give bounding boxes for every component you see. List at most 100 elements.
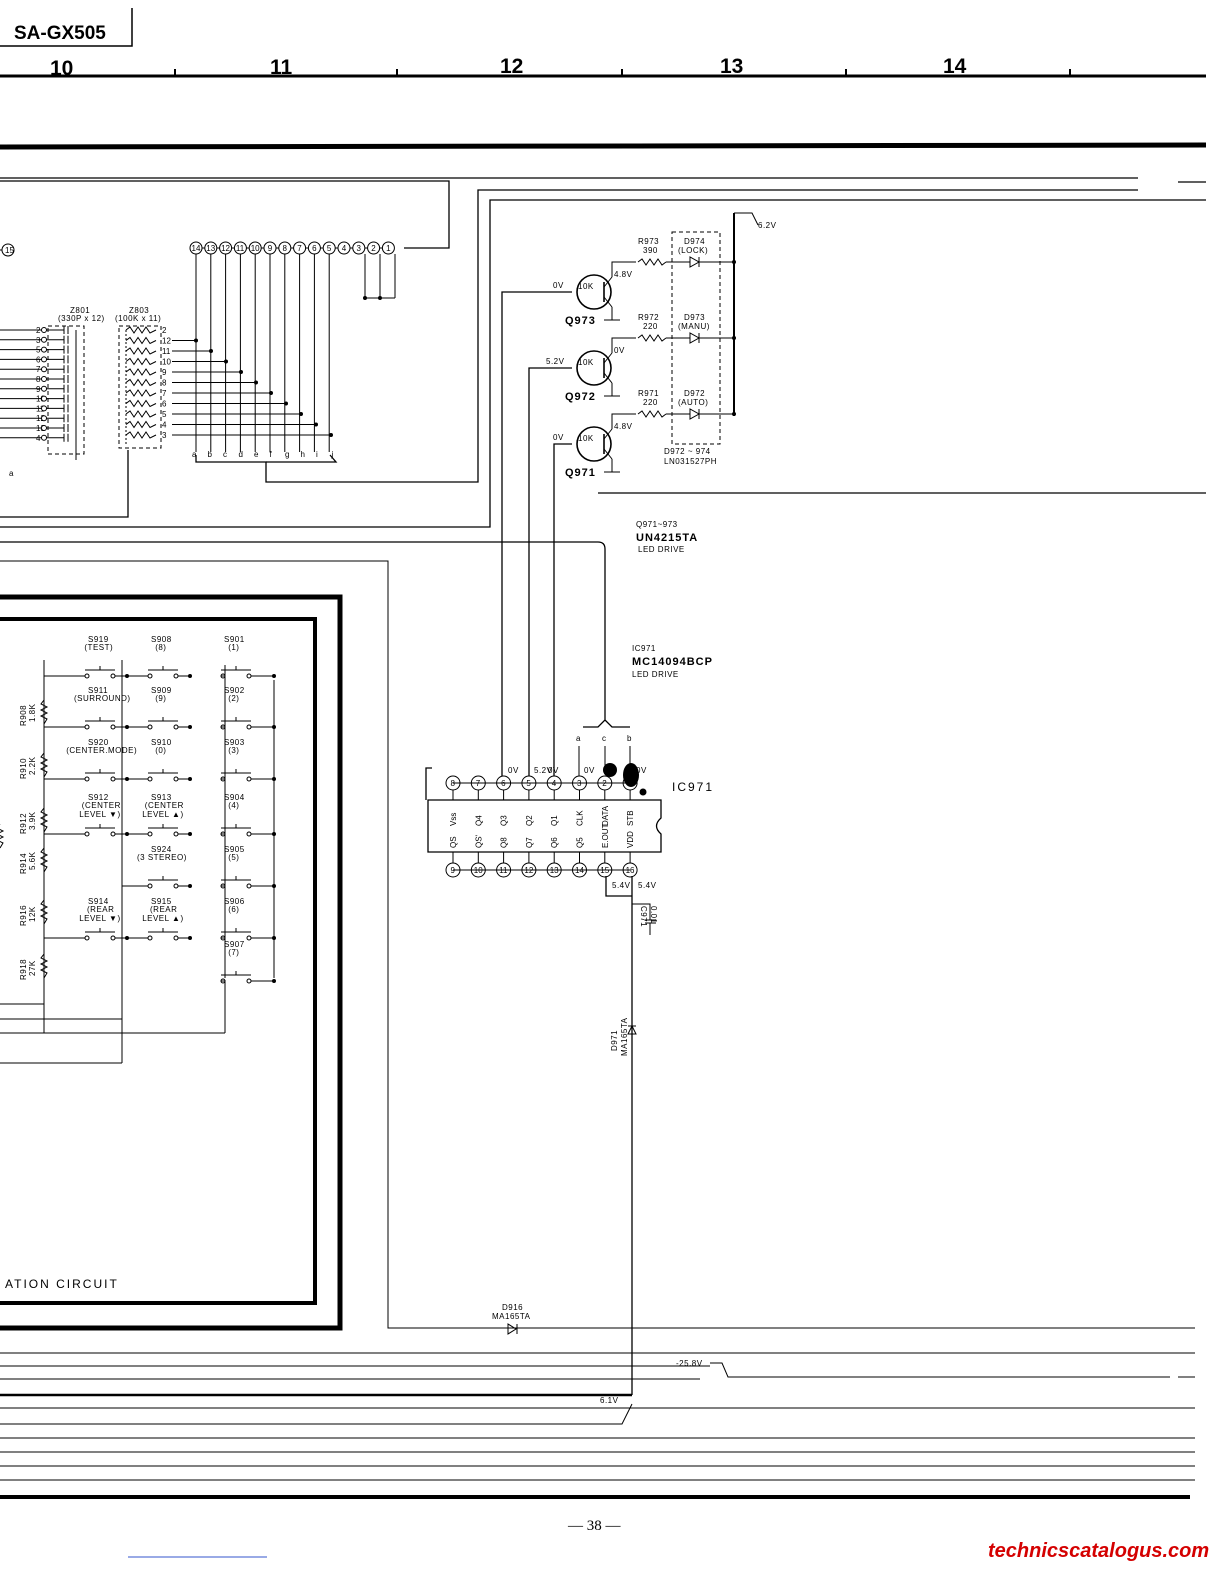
junction: [314, 422, 318, 427]
bus-letter: e: [254, 450, 259, 459]
ic-top-pin-name: Q2: [525, 815, 534, 826]
z801-pin: [41, 356, 47, 363]
switch-contact: [110, 673, 116, 679]
switch-ref: S907: [224, 940, 245, 949]
z803-resistor: [125, 410, 157, 418]
switch-name: (0): [155, 746, 166, 755]
z801-pin: [41, 327, 47, 333]
z801-box: [47, 325, 85, 455]
ic-function: LED DRIVE: [632, 670, 679, 679]
connector-pin: [381, 241, 395, 255]
transistor-body: [576, 426, 612, 462]
bus-letter: f: [270, 450, 273, 459]
z803-pin-label: 7: [162, 389, 167, 398]
frame-lines: [0, 142, 1207, 1499]
junction: [732, 412, 736, 416]
z801-pin: [41, 346, 47, 353]
ic-top-pin-name: Vss: [449, 813, 458, 826]
resistor-value: 5.6K: [28, 851, 37, 870]
z801-pin: [41, 385, 47, 392]
switch-name: (REAR: [150, 905, 177, 914]
z803-resistor: [125, 389, 157, 397]
ic-bottom-pin-name: Q5: [576, 837, 585, 848]
transistor-input-voltage: 5.2V: [546, 357, 565, 366]
switch-contact: [173, 935, 179, 941]
resistor-value: 390: [643, 246, 658, 255]
connector-pin: [337, 241, 351, 255]
z803-pin-label: 5: [162, 410, 167, 419]
z801-pin: [41, 366, 47, 373]
switch-ref: S906: [224, 897, 245, 906]
ink-blot: [623, 763, 639, 787]
junction: [209, 349, 213, 353]
resistor-value: 12K: [28, 906, 37, 922]
junction: [363, 296, 367, 300]
ic-top-voltage: 0V: [584, 766, 595, 775]
z801-pin: [41, 415, 47, 422]
pin1-marker: [639, 788, 647, 796]
resistor-value: 27K: [28, 960, 37, 976]
switch-name: (TEST): [84, 643, 113, 652]
switch-contact: [173, 724, 179, 730]
connector-pin-label: 9: [268, 244, 273, 253]
transistor-emitter: [603, 448, 613, 460]
ic-part-ref: IC971: [632, 644, 656, 653]
z803-pin-label: 9: [162, 368, 167, 377]
connector-pin-label: 12: [221, 244, 230, 253]
switch-name: (3 STEREO): [137, 853, 187, 862]
ic-top-voltage: 0V: [636, 766, 647, 775]
transistor-body: [576, 274, 612, 310]
junction: [272, 979, 276, 983]
bus-letter: j: [331, 450, 334, 459]
led-symbol: [689, 256, 701, 268]
connector-pin-label: 10: [251, 244, 260, 253]
resistor-zigzag: [637, 334, 667, 342]
switch-contact: [147, 776, 153, 782]
transistor-bias: 10K: [578, 358, 594, 367]
neg-rail-voltage: -25.8V: [676, 1359, 703, 1368]
switch-ref: S902: [224, 686, 245, 695]
resistor-ref: R914: [19, 853, 28, 874]
resistor-ref: R971: [638, 389, 659, 398]
resistor-value: 2.2K: [28, 756, 37, 775]
ic-bottom-pin-name: QS: [449, 836, 458, 848]
ic-top-voltage: 5.2V: [534, 766, 553, 775]
transistor-output-voltage: 4.8V: [614, 422, 633, 431]
switch-ref: S912: [88, 793, 109, 802]
switch-ref: S904: [224, 793, 245, 802]
switch-contact: [246, 673, 252, 679]
z801-value: (330P x 12): [58, 314, 105, 323]
transistor-collector: [603, 352, 613, 364]
ic-bottom-pin-label: 16: [626, 866, 635, 875]
z803-pin-label: 8: [162, 379, 167, 388]
led-name: (LOCK): [678, 246, 708, 255]
model-title: SA-GX505: [14, 23, 106, 44]
transistor-input-voltage: 0V: [553, 281, 564, 290]
ic-part-number: MC14094BCP: [632, 656, 713, 668]
resistor-value: 1.8K: [28, 703, 37, 722]
q-part-function: LED DRIVE: [638, 545, 685, 554]
switch-ref: S905: [224, 845, 245, 854]
rails: D916 MA165TA -25.8V 6.1V: [0, 1303, 1195, 1481]
z803-value: (100K x 11): [115, 314, 161, 323]
bus-letter: h: [301, 450, 306, 459]
resistor-value: 3.9K: [28, 811, 37, 830]
junction: [188, 777, 192, 781]
junction: [188, 725, 192, 729]
z801-pin: [41, 425, 47, 431]
resistor-ref: R918: [19, 959, 28, 980]
junction: [284, 401, 288, 406]
ic-top-pin-name: Q4: [474, 815, 483, 826]
z803-pin-label: 6: [162, 400, 167, 409]
transistor-output-voltage: 4.8V: [614, 270, 633, 279]
column-number: 10: [50, 57, 73, 80]
junction: [378, 296, 382, 300]
pos-rail-voltage: 6.1V: [600, 1396, 619, 1405]
d916-part: MA165TA: [492, 1312, 531, 1321]
z803-resistor: [125, 399, 157, 408]
resistor-ref: R916: [19, 905, 28, 926]
junction: [272, 674, 276, 678]
transistor-collector: [603, 428, 613, 440]
resistor-zigzag: [637, 258, 667, 266]
